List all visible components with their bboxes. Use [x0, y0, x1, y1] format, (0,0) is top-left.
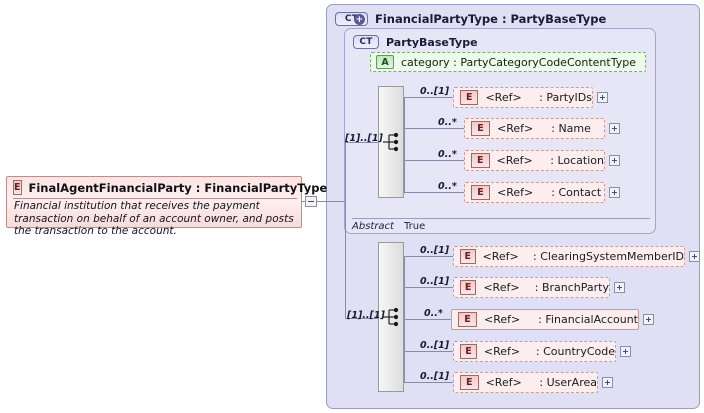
connector-row-name [404, 128, 464, 129]
connector-to-seq-bottom [345, 318, 378, 319]
element-ref-contact: <Ref> [497, 186, 534, 199]
connector-to-seq-top [345, 142, 378, 143]
element-icon: E [471, 121, 490, 136]
inner-container-title: CT PartyBaseType [353, 35, 478, 49]
connector-row-financialaccount [404, 319, 451, 320]
connector-row-countrycode [404, 351, 453, 352]
cardinality-name: 0..* [438, 117, 457, 128]
element-row-partyids[interactable]: E <Ref> : PartyIDs [453, 87, 593, 108]
cardinality-financialaccount: 0..* [424, 308, 443, 319]
attribute-category[interactable]: A category : PartyCategoryCodeContentTyp… [370, 52, 646, 72]
element-ref-name: <Ref> [497, 122, 534, 135]
connector-root-to-container [317, 201, 345, 202]
element-ref-userarea: <Ref> [485, 376, 522, 389]
element-icon: E [460, 280, 477, 295]
element-name-countrycode: : CountryCode [535, 345, 615, 358]
outer-container-title: CT + FinancialPartyType : PartyBaseType [335, 12, 606, 26]
element-icon: E [460, 344, 477, 359]
complex-type-icon: CT [353, 35, 379, 49]
expand-toggle-name[interactable] [609, 123, 620, 134]
element-ref-location: <Ref> [496, 154, 533, 167]
abstract-row: Abstract True [352, 218, 650, 234]
expand-toggle-location[interactable] [609, 155, 620, 166]
expand-toggle-branchparty[interactable] [614, 282, 625, 293]
cardinality-clearingsystemmemberid: 0..[1] [420, 245, 450, 256]
root-element-title: FinalAgentFinancialParty : FinancialPart… [28, 180, 328, 195]
cardinality-userarea: 0..[1] [420, 371, 450, 382]
cardinality-contact: 0..* [438, 181, 457, 192]
element-ref-branchparty: <Ref> [483, 281, 520, 294]
expand-toggle-clearingsystemmemberid[interactable] [689, 251, 700, 262]
expand-toggle-financialaccount[interactable] [643, 314, 654, 325]
outer-container-label: FinancialPartyType : PartyBaseType [375, 12, 607, 26]
connector-row-location [404, 160, 464, 161]
connector-trunk-upper [345, 142, 346, 202]
element-row-branchparty[interactable]: E <Ref> : BranchParty [453, 277, 610, 298]
attribute-label: category : PartyCategoryCodeContentType [401, 55, 636, 69]
sequence-compositor-extension[interactable] [378, 242, 404, 392]
element-ref-financialaccount: <Ref> [483, 313, 521, 326]
abstract-value: True [403, 221, 426, 232]
expand-toggle-countrycode[interactable] [620, 346, 631, 357]
cardinality-countrycode: 0..[1] [420, 340, 450, 351]
element-icon: E [460, 249, 476, 264]
complex-type-plus-icon[interactable]: CT + [335, 12, 368, 26]
connector-row-branchparty [404, 287, 453, 288]
collapse-toggle-root[interactable] [305, 196, 317, 207]
element-name-userarea: : UserArea [539, 376, 597, 389]
plus-icon: + [354, 14, 365, 25]
connector-trunk-lower [345, 201, 346, 318]
root-element-divider [13, 198, 297, 199]
connector-row-clearing [404, 256, 453, 257]
root-element-finalagentfinancialparty[interactable]: E FinalAgentFinancialParty : FinancialPa… [6, 176, 327, 237]
sequence-cardinality-base: [1]..[1] [345, 133, 383, 144]
element-row-name[interactable]: E <Ref> : Name [464, 118, 605, 139]
element-name-financialaccount: : FinancialAccount [538, 313, 638, 326]
connector-bus-top [404, 97, 405, 193]
element-row-financialaccount[interactable]: E <Ref> : FinancialAccount [451, 309, 639, 330]
connector-row-partyids [404, 97, 453, 98]
element-name-branchparty: : BranchParty [534, 281, 609, 294]
connector-row-userarea [404, 382, 453, 383]
cardinality-branchparty: 0..[1] [420, 276, 450, 287]
element-icon: E [458, 312, 477, 327]
element-name-partyids: : PartyIDs [539, 91, 592, 104]
connector-root-stub [302, 201, 305, 202]
attribute-icon: A [376, 55, 394, 69]
inner-container-label: PartyBaseType [386, 35, 478, 49]
element-name-location: : Location [550, 154, 604, 167]
expand-toggle-partyids[interactable] [597, 92, 608, 103]
element-name-name: : Name [551, 122, 591, 135]
ct-badge-label: CT [344, 14, 359, 24]
sequence-icon [383, 132, 399, 152]
element-row-location[interactable]: E <Ref> : Location [464, 150, 605, 171]
root-element-header: E FinalAgentFinancialParty : FinancialPa… [7, 177, 327, 198]
element-icon: E [471, 153, 490, 168]
element-name-clearingsystemmemberid: : ClearingSystemMemberID [533, 250, 684, 263]
element-row-clearingsystemmemberid[interactable]: E <Ref> : ClearingSystemMemberID [453, 246, 685, 267]
cardinality-location: 0..* [438, 149, 457, 160]
element-icon: E [460, 375, 479, 390]
expand-toggle-contact[interactable] [609, 187, 620, 198]
element-row-countrycode[interactable]: E <Ref> : CountryCode [453, 341, 616, 362]
sequence-icon [383, 307, 399, 327]
element-icon: E [13, 180, 22, 195]
cardinality-partyids: 0..[1] [420, 86, 450, 97]
element-icon: E [460, 90, 479, 105]
sequence-cardinality-extension: [1]..[1] [347, 310, 385, 321]
element-icon: E [471, 185, 490, 200]
element-row-userarea[interactable]: E <Ref> : UserArea [453, 372, 598, 393]
connector-row-contact [404, 192, 464, 193]
abstract-label: Abstract [352, 221, 394, 232]
sequence-compositor-base[interactable] [378, 86, 404, 198]
element-row-contact[interactable]: E <Ref> : Contact [464, 182, 605, 203]
element-name-contact: : Contact [551, 186, 602, 199]
element-ref-partyids: <Ref> [485, 91, 522, 104]
element-ref-countrycode: <Ref> [483, 345, 521, 358]
element-ref-clearingsystemmemberid: <Ref> [482, 250, 519, 263]
expand-toggle-userarea[interactable] [602, 377, 613, 388]
root-element-description: Financial institution that receives the … [14, 200, 294, 237]
